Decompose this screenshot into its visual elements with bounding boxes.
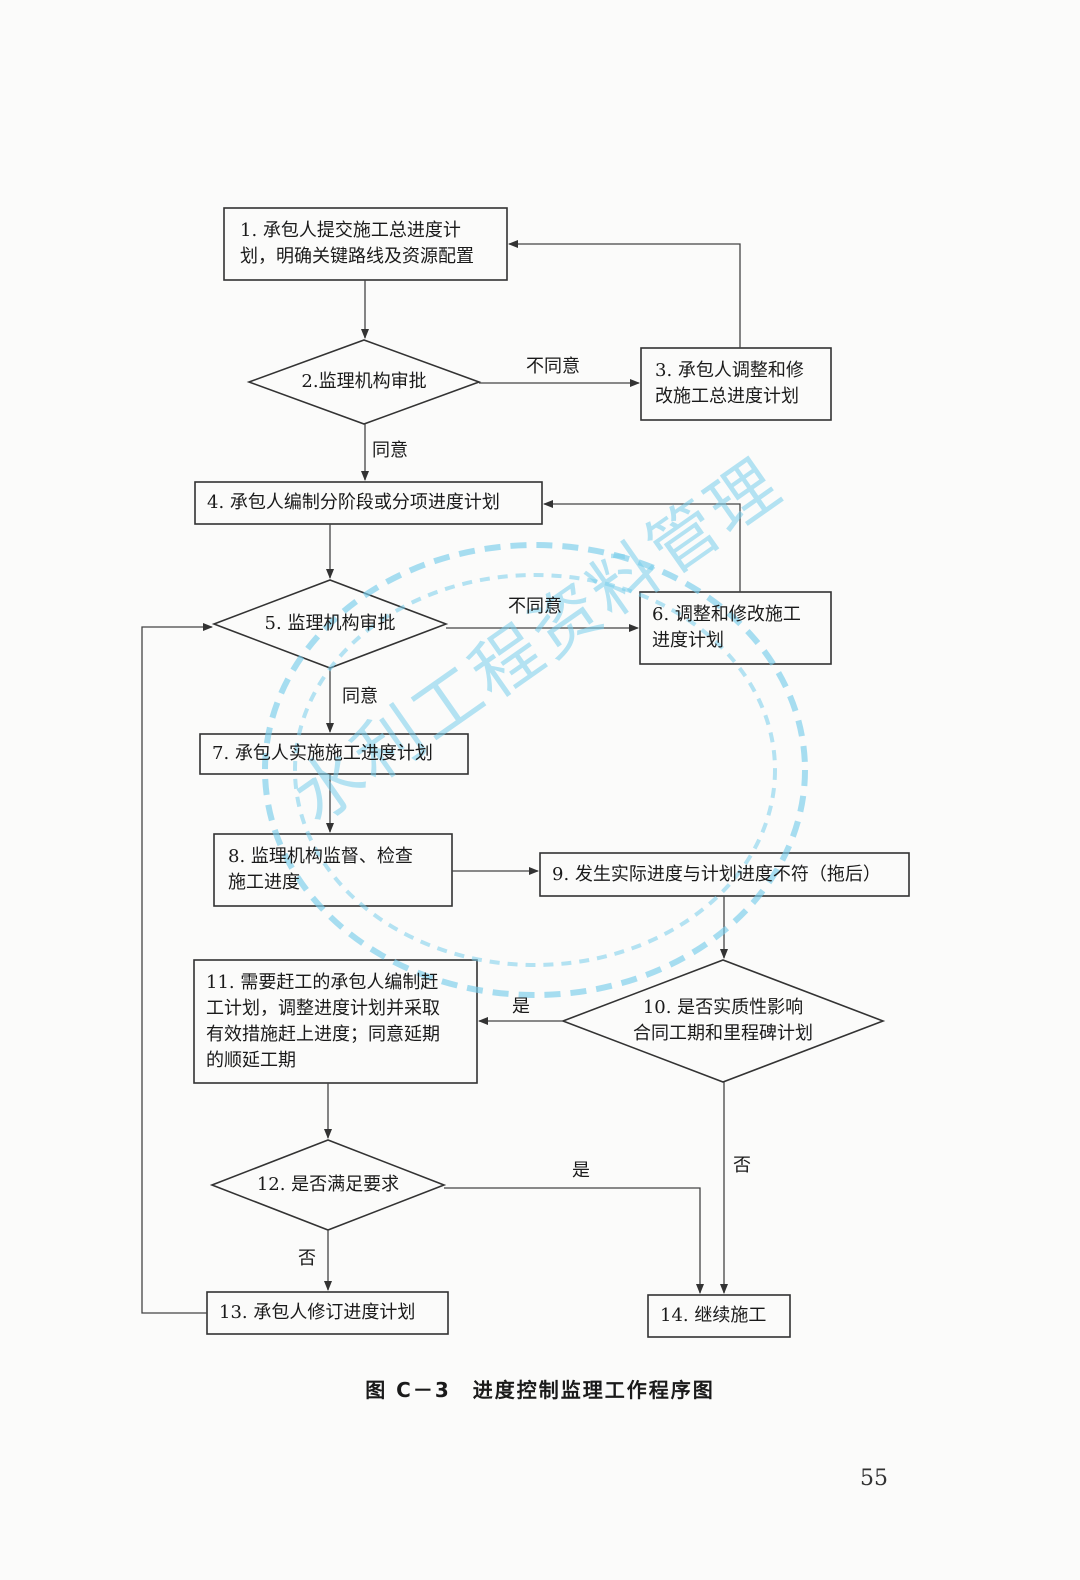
- process-node-n13: [206, 1291, 449, 1335]
- node-label-line: 7. 承包人实施施工进度计划: [212, 743, 433, 764]
- node-label-n11: 11. 需要赶工的承包人编制赶工计划，调整进度计划并采取有效措施赶上进度；同意延…: [206, 970, 440, 1074]
- node-label-line: 进度计划: [652, 630, 724, 651]
- node-label-n8: 8. 监理机构监督、检查施工进度: [228, 844, 413, 896]
- node-label-line: 合同工期和里程碑计划: [633, 1023, 813, 1044]
- node-label-line: 14. 继续施工: [660, 1305, 767, 1326]
- node-label-n1: 1. 承包人提交施工总进度计划，明确关键路线及资源配置: [240, 218, 474, 270]
- decision-node-n12: [209, 1139, 447, 1231]
- node-label-line: 划，明确关键路线及资源配置: [240, 246, 474, 267]
- edge-n13-n5: [141, 623, 213, 1314]
- node-label-n5: 5. 监理机构审批: [214, 611, 446, 637]
- node-label-n6: 6. 调整和修改施工进度计划: [652, 602, 801, 654]
- node-label-n12: 12. 是否满足要求: [212, 1172, 444, 1198]
- node-label-line: 的顺延工期: [206, 1049, 296, 1071]
- process-node-n4: [194, 481, 543, 525]
- node-label-n3: 3. 承包人调整和修改施工总进度计划: [655, 358, 804, 410]
- node-label-n9: 9. 发生实际进度与计划进度不符（拖后）: [552, 862, 881, 888]
- process-node-n3: [640, 347, 832, 421]
- node-label-line: 工计划，调整进度计划并采取: [206, 997, 440, 1019]
- edge-label-n5-n6: 不同意: [508, 596, 562, 617]
- node-label-line: 2.监理机构审批: [301, 371, 427, 392]
- node-label-line: 8. 监理机构监督、检查: [228, 846, 413, 867]
- node-label-line: 5. 监理机构审批: [264, 613, 396, 634]
- node-label-line: 1. 承包人提交施工总进度计: [240, 220, 461, 241]
- node-label-line: 9. 发生实际进度与计划进度不符（拖后）: [552, 863, 881, 885]
- node-label-n4: 4. 承包人编制分阶段或分项进度计划: [207, 490, 500, 516]
- node-label-line: 4. 承包人编制分阶段或分项进度计划: [207, 492, 500, 513]
- node-label-line: 3. 承包人调整和修: [655, 360, 804, 381]
- node-label-line: 13. 承包人修订进度计划: [219, 1302, 416, 1323]
- node-label-line: 6. 调整和修改施工: [652, 604, 801, 625]
- process-node-n1: [223, 207, 508, 281]
- node-label-line: 施工进度: [228, 872, 300, 893]
- node-label-line: 10. 是否实质性影响: [642, 997, 804, 1018]
- edge-label-n12-n13: 否: [298, 1248, 316, 1269]
- edge-n6-n4: [543, 500, 741, 592]
- edge-label-n5-n7: 同意: [342, 686, 378, 707]
- decision-node-n2: [246, 339, 482, 425]
- node-label-line: 12. 是否满足要求: [256, 1174, 400, 1195]
- node-label-line: 有效措施赶上进度；同意延期: [206, 1023, 440, 1045]
- node-label-n14: 14. 继续施工: [660, 1303, 766, 1329]
- node-label-n2: 2.监理机构审批: [249, 369, 479, 395]
- process-node-n14: [647, 1294, 791, 1338]
- edge-label-n2-n3: 不同意: [526, 356, 580, 377]
- edge-label-n10-n11: 是: [512, 996, 530, 1017]
- edge-label-n2-n4: 同意: [372, 440, 408, 461]
- node-label-line: 11. 需要赶工的承包人编制赶: [206, 971, 439, 993]
- node-label-n10: 10. 是否实质性影响合同工期和里程碑计划: [563, 995, 883, 1047]
- page-number: 55: [860, 1466, 888, 1491]
- edge-n3-n1: [508, 240, 741, 348]
- node-label-line: 改施工总进度计划: [655, 386, 799, 407]
- edge-label-n10-n14: 否: [733, 1155, 751, 1176]
- node-label-n13: 13. 承包人修订进度计划: [219, 1300, 415, 1326]
- edge-label-n12-n14: 是: [572, 1160, 590, 1181]
- edge-n12-n14: [444, 1187, 704, 1294]
- figure-caption: 图 C－3 进度控制监理工作程序图: [365, 1378, 715, 1402]
- node-label-n7: 7. 承包人实施施工进度计划: [212, 741, 433, 767]
